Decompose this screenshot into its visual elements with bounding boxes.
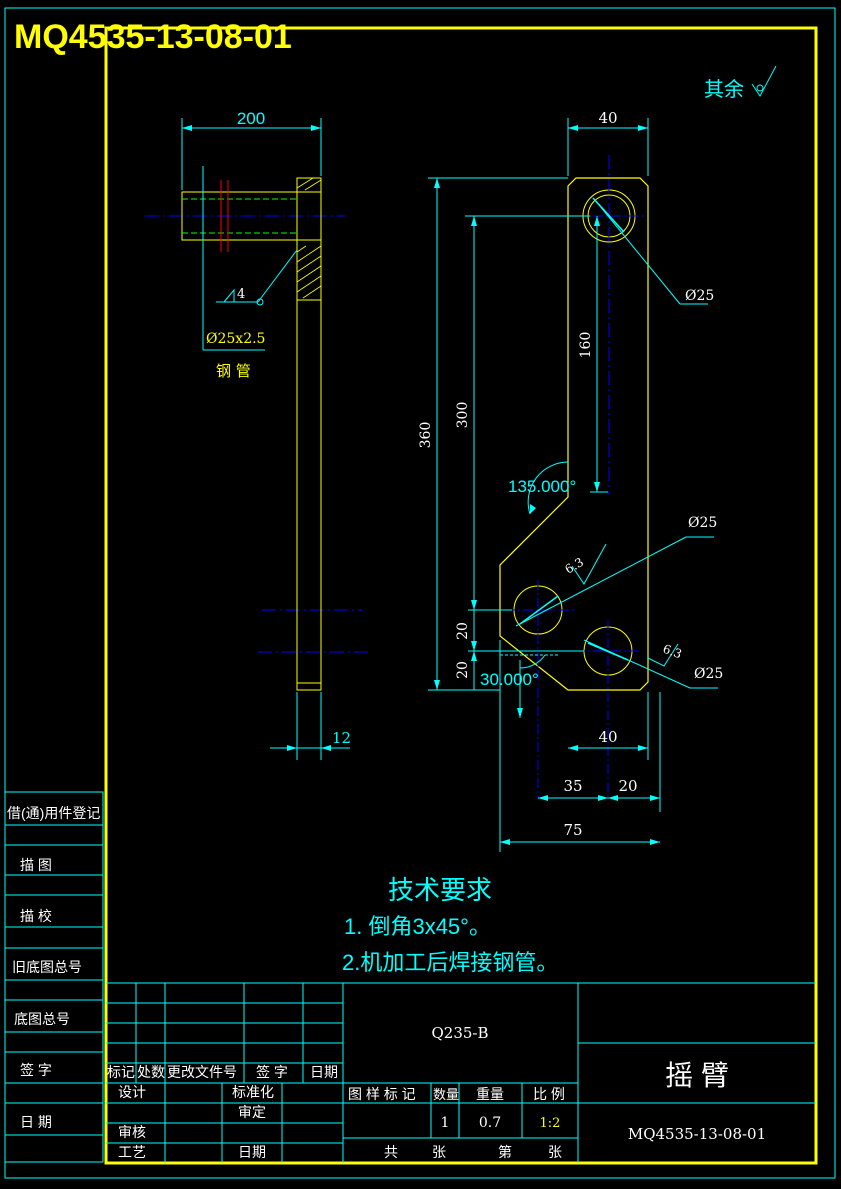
surface-note: 其余 [704, 78, 744, 101]
rev-count: 处数 [137, 1064, 165, 1080]
sheet-no-unit: 张 [548, 1144, 562, 1160]
surface-finish-icon [751, 65, 777, 97]
dia-bottom: Ø25 [694, 666, 723, 682]
drawing-number: MQ4535-13-08-01 [628, 1125, 766, 1143]
dim-160: 160 [578, 332, 594, 359]
left-col-tracing: 描 图 [20, 857, 52, 873]
rev-doc-no: 更改文件号 [167, 1064, 237, 1080]
attr-pattern-mark: 图 样 标 记 [348, 1086, 416, 1102]
left-col-base-total: 底图总号 [14, 1011, 70, 1027]
angle-30: 30.000° [480, 670, 539, 689]
material: Q235-B [431, 1024, 488, 1042]
roughness-icon-a [571, 543, 607, 585]
role-approve: 审定 [238, 1104, 266, 1120]
roughness-icon-b [647, 643, 679, 667]
pipe-name: 钢 管 [216, 362, 251, 380]
dim-pipe-length: 200 [237, 109, 265, 128]
left-column [4, 791, 104, 1163]
scale-value: 1:2 [540, 1116, 561, 1131]
role-design: 设计 [118, 1084, 146, 1100]
rev-signature: 签 字 [256, 1064, 288, 1080]
weight-value: 0.7 [479, 1115, 501, 1131]
dim-75: 75 [563, 821, 582, 839]
role-standard: 标准化 [232, 1084, 274, 1100]
left-col-borrowed: 借(通)用件登记 [7, 805, 100, 821]
dim-300: 300 [455, 402, 471, 429]
tech-req-item-1: 1. 倒角3x45°。 [344, 914, 491, 939]
drawing-frame [104, 26, 818, 1165]
left-col-signature: 签 字 [20, 1062, 52, 1078]
left-col-old-base: 旧底图总号 [12, 959, 82, 975]
attr-quantity: 数量 [433, 1087, 459, 1102]
left-col-date: 日 期 [20, 1114, 52, 1130]
role-date: 日期 [238, 1144, 266, 1160]
left-col-trace-check: 描 校 [20, 908, 52, 924]
attr-scale: 比 例 [533, 1086, 565, 1102]
pipe-spec: Ø25x2.5 [206, 331, 265, 347]
arm-outline [499, 177, 649, 691]
tech-req-item-2: 2.机加工后焊接钢管。 [342, 950, 558, 975]
angle-135: 135.000° [508, 477, 576, 496]
attr-weight: 重量 [476, 1086, 504, 1102]
roughness-b: 6.3 [661, 642, 684, 662]
role-process: 工艺 [118, 1144, 146, 1160]
qty-value: 1 [441, 1115, 450, 1131]
drawing-code-header: MQ4535-13-08-01 [14, 18, 292, 56]
dia-mid: Ø25 [688, 515, 717, 531]
front-view: 40 Ø25 160 300 360 20 20 135.000° [418, 109, 723, 852]
dim-20-b: 20 [455, 661, 471, 679]
rev-date: 日期 [310, 1064, 338, 1080]
plate-side [296, 177, 322, 691]
tech-req-title: 技术要求 [388, 875, 492, 905]
role-review: 审核 [118, 1124, 146, 1140]
title-block [106, 982, 816, 1163]
dim-35: 35 [563, 777, 582, 795]
dim-20: 20 [618, 777, 637, 795]
dim-top-width: 40 [598, 109, 617, 127]
part-name: 摇 臂 [665, 1060, 729, 1091]
section-hatch [296, 177, 322, 299]
dim-360: 360 [418, 422, 434, 449]
rev-mark: 标记 [107, 1064, 135, 1080]
sheets-total-label: 共 [384, 1144, 398, 1160]
dim-20-a: 20 [455, 622, 471, 640]
dim-plate-thickness: 12 [332, 729, 351, 747]
roughness-a: 6.3 [563, 555, 587, 577]
sheet-no-label: 第 [498, 1144, 512, 1160]
outer-border [4, 7, 836, 1179]
dia-top: Ø25 [685, 288, 714, 304]
weld-symbol-icon [222, 288, 235, 303]
weld-size: 4 [237, 287, 245, 302]
sheets-total-unit: 张 [432, 1144, 446, 1160]
side-view: 200 4 Ø25x2.5 钢 管 12 [145, 109, 368, 760]
dim-40: 40 [598, 728, 617, 746]
